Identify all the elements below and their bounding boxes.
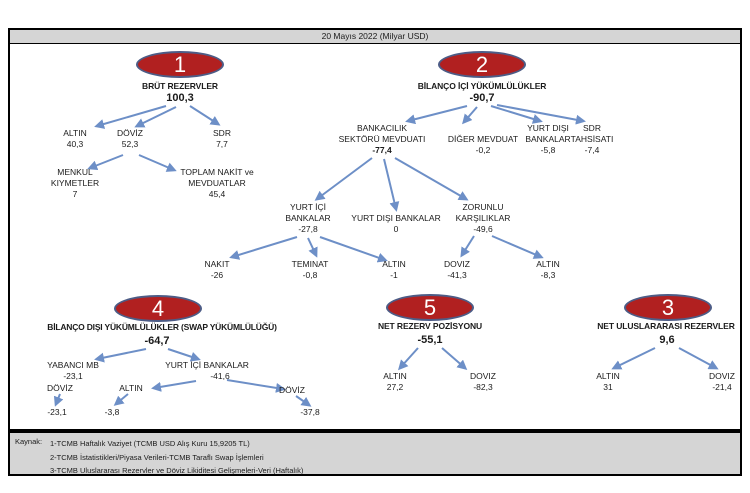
node-s2-diger-mevduat: DİĞER MEVDUAT -0,2 bbox=[447, 134, 519, 155]
section-4-value: -64,7 bbox=[144, 335, 170, 347]
section-4-badge: 4 bbox=[114, 295, 202, 322]
section-2-title: BİLANÇO İÇİ YÜKÜMLÜLÜKLER bbox=[417, 81, 547, 91]
node-s5-doviz: DOVIZ -82,3 bbox=[470, 371, 496, 392]
section-3-badge: 3 bbox=[624, 294, 712, 321]
node-s4-doviz-left-value: -23,1 bbox=[47, 407, 67, 417]
node-s1-menkul-kiymetler: MENKUL KIYMETLER 7 bbox=[50, 167, 100, 199]
node-s4-yabanci-mb: YABANCI MB -23,1 bbox=[47, 360, 99, 381]
node-s1-sdr: SDR 7,7 bbox=[213, 128, 231, 149]
node-s1-doviz: DÖVİZ 52,3 bbox=[117, 128, 143, 149]
section-3-value: 9,6 bbox=[659, 334, 675, 346]
source-label: Kaynak: bbox=[15, 437, 43, 446]
node-s2-yurt-disi-bankalar-0: YURT DIŞI BANKALAR 0 bbox=[351, 213, 441, 234]
source-line-1: 1-TCMB Haftalık Vaziyet (TCMB USD Alış K… bbox=[50, 439, 250, 448]
section-1-badge: 1 bbox=[136, 51, 224, 78]
node-s2-zorunlu-karsiliklar: ZORUNLU KARŞILIKLAR -49,6 bbox=[455, 202, 511, 234]
node-s4-altin-value: -3,8 bbox=[104, 407, 120, 417]
section-5-value: -55,1 bbox=[417, 334, 443, 346]
source-lines: 1-TCMB Haftalık Vaziyet (TCMB USD Alış K… bbox=[50, 437, 303, 478]
node-s2-yurt-ici-bankalar: YURT İÇİ BANKALAR -27,8 bbox=[285, 202, 331, 234]
node-s3-altin: ALTIN 31 bbox=[596, 371, 620, 392]
node-s2-sdr-tahsisati: SDR TAHSİSATI -7,4 bbox=[570, 123, 614, 155]
date-title-bar: 20 Mayıs 2022 (Milyar USD) bbox=[10, 30, 740, 44]
source-line-3: 3-TCMB Uluslararası Rezervler ve Döviz L… bbox=[50, 466, 304, 475]
section-5-title: NET REZERV POZİSYONU bbox=[377, 321, 483, 331]
source-line-2: 2-TCMB İstatistikleri/Piyasa Verileri-TC… bbox=[50, 452, 264, 462]
section-3-title: NET ULUSLARARASI REZERVLER bbox=[597, 321, 735, 331]
node-s4-doviz-left-label: DÖVİZ bbox=[47, 383, 73, 393]
node-s2-altin-2: ALTIN -8,3 bbox=[536, 259, 560, 280]
node-s2-yurt-disi-bankalar: YURT DIŞI BANKALAR -5,8 bbox=[525, 123, 571, 155]
section-1-title: BRÜT REZERVLER bbox=[142, 81, 218, 91]
section-1-value: 100,3 bbox=[166, 92, 194, 104]
section-5-badge: 5 bbox=[386, 294, 474, 321]
section-2-badge: 2 bbox=[438, 51, 526, 78]
node-s1-toplam-nakit: TOPLAM NAKİT ve MEVDUATLAR 45,4 bbox=[180, 167, 254, 199]
section-2-value: -90,7 bbox=[469, 92, 495, 104]
node-s2-doviz: DOVIZ -41,3 bbox=[444, 259, 470, 280]
node-s1-altin: ALTIN 40,3 bbox=[63, 128, 87, 149]
source-footer: Kaynak: 1-TCMB Haftalık Vaziyet (TCMB US… bbox=[8, 431, 742, 476]
node-s2-teminat: TEMINAT -0,8 bbox=[291, 259, 329, 280]
diagram-frame: 20 Mayıs 2022 (Milyar USD) bbox=[8, 28, 742, 431]
node-s2-nakit: NAKIT -26 bbox=[204, 259, 230, 280]
node-s4-doviz-right-label: DÖVİZ bbox=[279, 385, 305, 395]
node-s2-altin: ALTIN -1 bbox=[382, 259, 406, 280]
node-s3-doviz: DOVIZ -21,4 bbox=[709, 371, 735, 392]
node-s4-altin-label: ALTIN bbox=[119, 383, 143, 393]
node-s2-bankacilik-sektoru: BANKACILIK SEKTÖRÜ MEVDUATI -77,4 bbox=[338, 123, 426, 155]
node-s5-altin: ALTIN 27,2 bbox=[383, 371, 407, 392]
node-s4-doviz-right-value: -37,8 bbox=[300, 407, 320, 417]
node-s4-yurt-ici-bankalar: YURT İÇİ BANKALAR -41,6 bbox=[165, 360, 249, 381]
section-4-title: BİLANÇO DIŞI YÜKÜMLÜLÜKLER (SWAP YÜKÜMLÜ… bbox=[47, 322, 277, 332]
